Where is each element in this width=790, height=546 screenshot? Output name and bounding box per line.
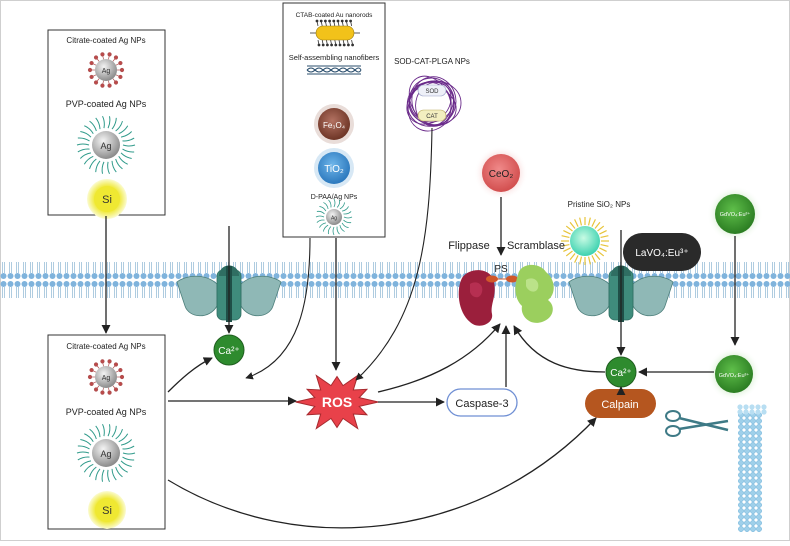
dpaa-ag-particle: Ag [315, 198, 353, 236]
lavo4-particle: LaVO₄:Eu³⁺ [623, 233, 701, 271]
svg-text:GdVO₄:Eu³⁺: GdVO₄:Eu³⁺ [719, 372, 750, 379]
citrate-ag-particle-bottom: Ag [87, 359, 125, 395]
flippase-label: Flippase [448, 240, 490, 252]
pvp-ag-particle-bottom: Ag [76, 423, 136, 483]
ca-ion-left: Ca²⁺ [213, 334, 245, 366]
fe3o4-particle: Fe₃O₄ [314, 104, 354, 144]
svg-text:LaVO₄:Eu³⁺: LaVO₄:Eu³⁺ [635, 248, 688, 259]
pvp-title: PVP-coated Ag NPs [66, 99, 147, 109]
ros-burst: ROS [295, 374, 379, 430]
svg-text:Si: Si [102, 505, 112, 517]
svg-text:CeO₂: CeO₂ [489, 169, 514, 180]
cat-label: CAT [426, 114, 438, 120]
fibers-title: Self-assembling nanofibers [289, 53, 380, 62]
ceo2-particle: CeO₂ [474, 146, 528, 200]
scramblase-label: Scramblase [507, 240, 565, 252]
dpaa-title: D-PAA/Ag NPs [311, 194, 358, 201]
svg-text:Fe₃O₄: Fe₃O₄ [323, 121, 345, 130]
svg-text:Ag: Ag [331, 216, 337, 222]
flippase-protein [458, 270, 495, 326]
caspase-3-box: Caspase-3 [446, 388, 518, 417]
sod-label: SOD [425, 89, 439, 95]
scissors-icon [665, 410, 729, 437]
svg-text:Ca²⁺: Ca²⁺ [218, 346, 239, 357]
arrow-center-to-ca [245, 237, 311, 380]
arrow-ca-to-ps [513, 325, 606, 373]
svg-text:ROS: ROS [322, 394, 352, 410]
svg-text:Ag: Ag [100, 449, 111, 459]
svg-text:Ca²⁺: Ca²⁺ [610, 368, 631, 379]
tio2-particle: TiO₂ [314, 148, 354, 188]
ctab-title: CTAB-coated Au nanorods [296, 12, 374, 19]
au-nanorod [310, 19, 360, 47]
arrow-box-to-calpain [167, 417, 597, 529]
si-particle: Si [87, 179, 127, 219]
svg-text:Caspase-3: Caspase-3 [455, 398, 508, 410]
si-particle-bottom: Si [88, 491, 126, 529]
left-box-top: Citrate-coated Ag NPs Ag PVP-coated Ag N… [47, 29, 166, 219]
sod-cat-plga-particle: SOD-CAT-PLGA NPs SOD CAT [394, 57, 470, 132]
ps-label: PS [494, 264, 508, 275]
svg-text:Calpain: Calpain [601, 399, 638, 411]
svg-text:TiO₂: TiO₂ [324, 164, 344, 175]
arrow-ros-to-ps [377, 323, 501, 393]
arrow-box-to-ca [167, 357, 213, 393]
citrate-title-bottom: Citrate-coated Ag NPs [66, 342, 145, 351]
scramblase-protein [515, 264, 554, 323]
svg-text:Ag: Ag [102, 68, 111, 75]
cytoskeleton-filament-icon [737, 404, 767, 532]
left-box-bottom: Citrate-coated Ag NPs Ag PVP-coated Ag N… [47, 334, 166, 530]
citrate-ag-particle: Ag [87, 52, 125, 88]
calpain-box: Calpain [585, 389, 656, 418]
pristine-sio2-particle [561, 217, 609, 265]
svg-text:Ag: Ag [100, 141, 111, 151]
svg-text:Ag: Ag [102, 375, 111, 382]
pvp-ag-particle: Ag [76, 115, 136, 175]
gdvo4-particle-top: GdVO₄:Eu³⁺ [707, 186, 763, 242]
center-box: CTAB-coated Au nanorods Self-assembling … [282, 2, 386, 238]
svg-text:GdVO₄:Eu³⁺: GdVO₄:Eu³⁺ [720, 211, 751, 218]
citrate-title: Citrate-coated Ag NPs [66, 36, 145, 45]
gdvo4-particle-bottom: GdVO₄:Eu³⁺ [707, 347, 761, 401]
pristine-title: Pristine SiO₂ NPs [568, 200, 631, 209]
ca-ion-right: Ca²⁺ [605, 356, 637, 388]
arrow-sodcat-to-ros [355, 127, 433, 381]
nanofibers-icon [306, 65, 362, 75]
svg-text:Si: Si [102, 194, 112, 206]
pvp-title-bottom: PVP-coated Ag NPs [66, 407, 147, 417]
sod-cat-title: SOD-CAT-PLGA NPs [394, 57, 470, 66]
ps-lipids [486, 275, 518, 283]
